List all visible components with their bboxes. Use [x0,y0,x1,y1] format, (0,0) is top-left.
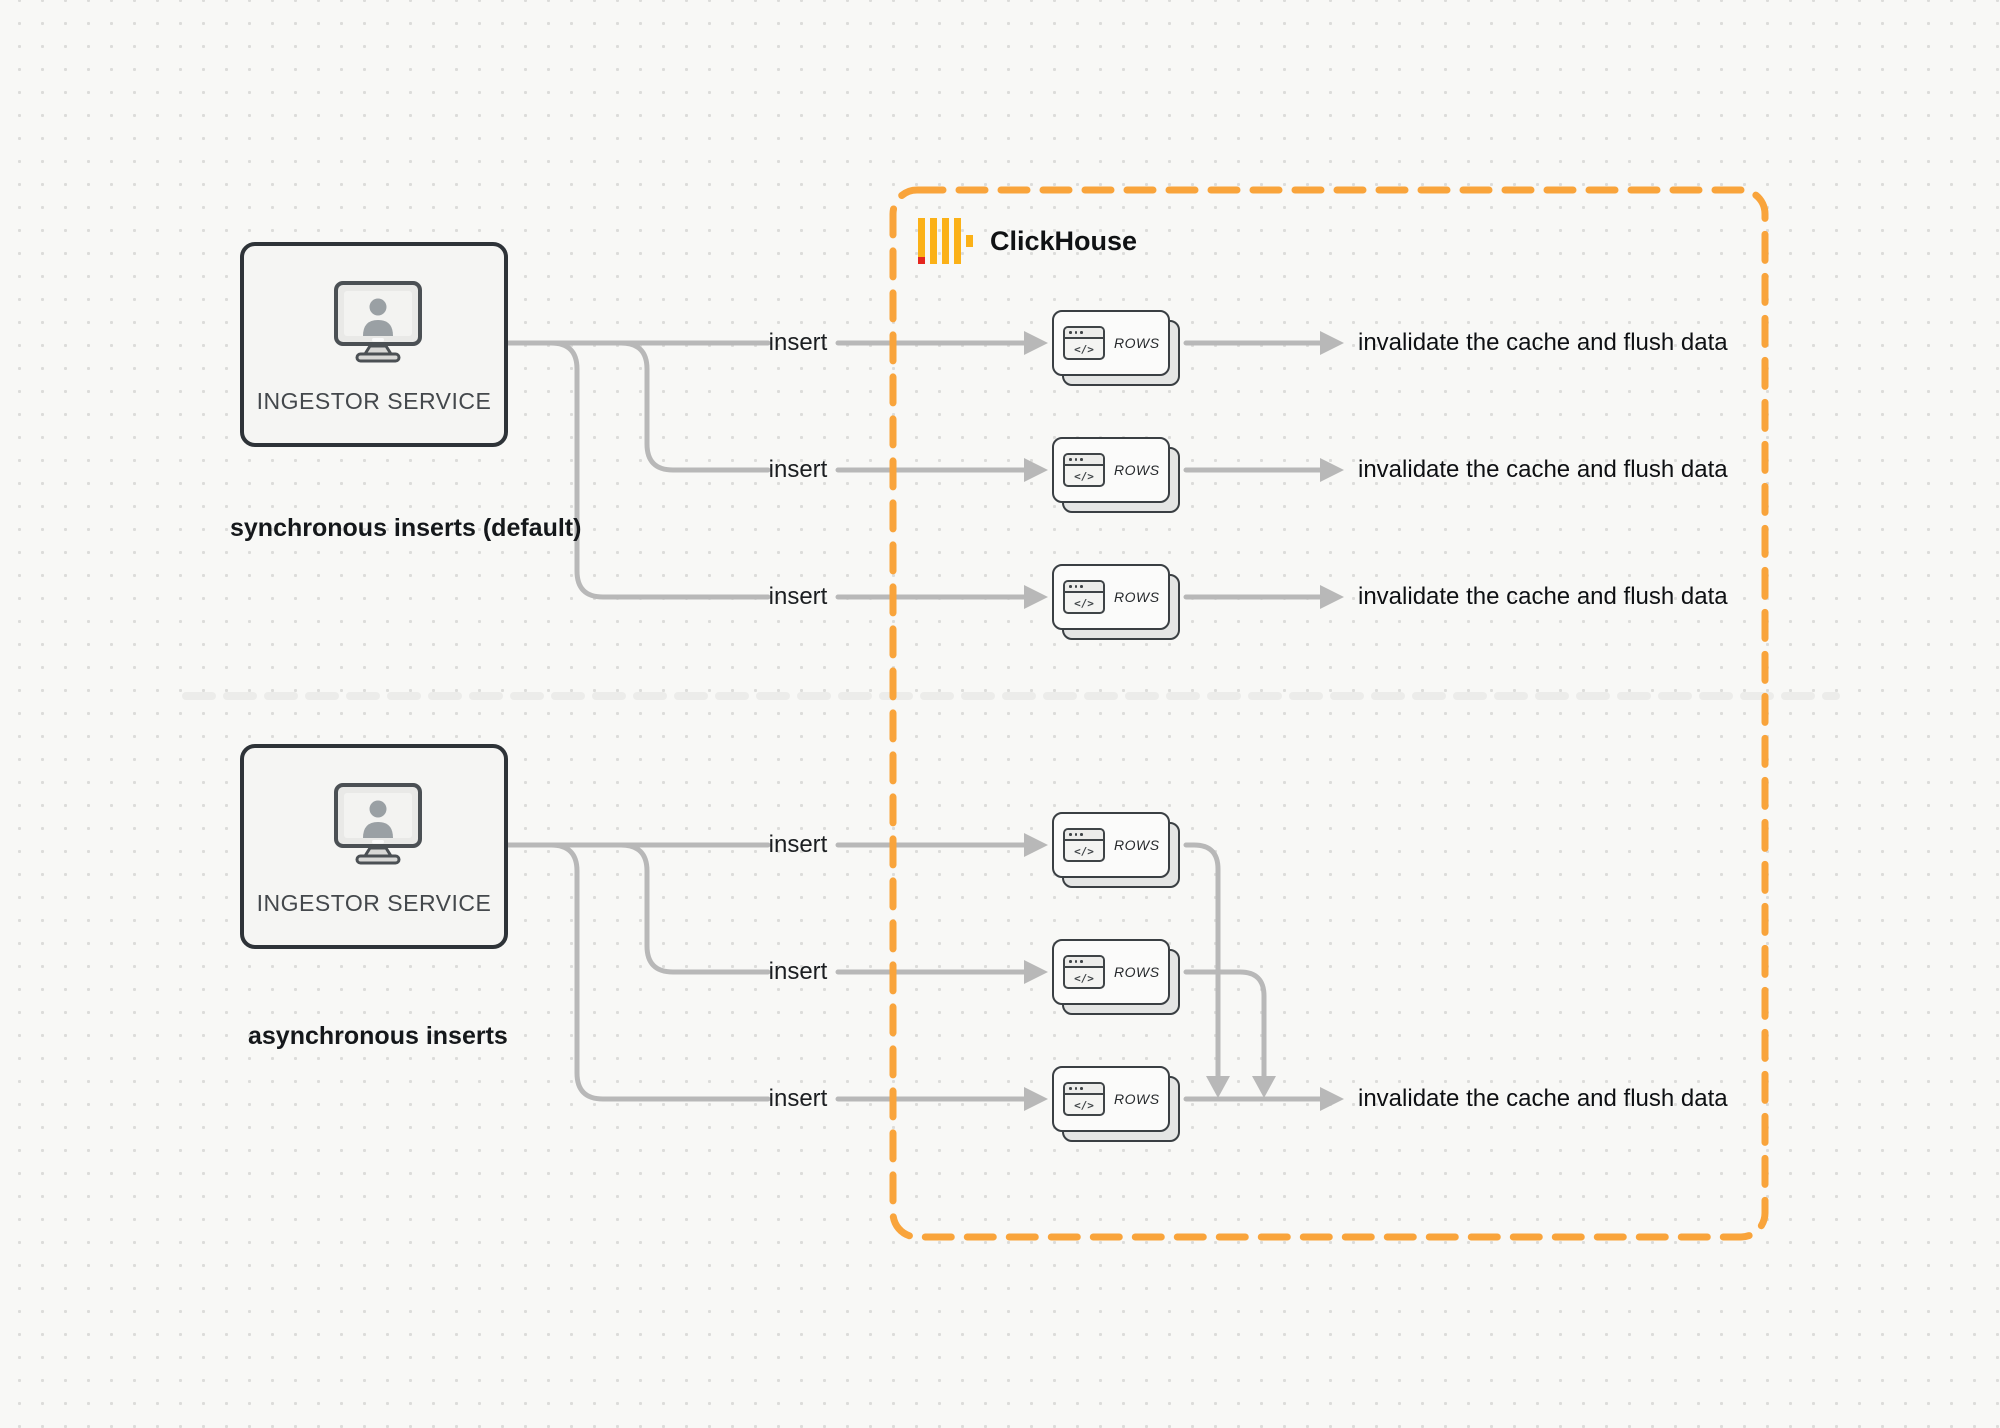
arrowhead [1320,1087,1344,1111]
ingestor-service-box-async: INGESTOR SERVICE [240,744,508,949]
rows-label: ROWS [1114,964,1160,980]
ingestor-service-box-sync: INGESTOR SERVICE [240,242,508,447]
service-label: INGESTOR SERVICE [256,890,492,916]
clickhouse-title: ClickHouse [990,225,1138,256]
rows-label: ROWS [1114,589,1160,605]
rows-label: ROWS [1114,837,1160,853]
arrowhead [1320,458,1344,482]
insert-label: insert [768,329,828,356]
rows-block: </> ROWS [1052,564,1182,642]
arrowhead [1024,585,1048,609]
rows-block: </> ROWS [1052,939,1182,1017]
invalidate-label: invalidate the cache and flush data [1358,583,1728,610]
rows-block: </> ROWS [1052,437,1182,515]
code-window-icon: </> [1063,1082,1105,1116]
rows-label: ROWS [1114,1091,1160,1107]
invalidate-label: invalidate the cache and flush data [1358,456,1728,483]
code-window-icon: </> [1063,453,1105,487]
rows-label: ROWS [1114,335,1160,351]
arrowhead-down [1206,1076,1230,1098]
async-branch-3 [503,842,771,1102]
insert-label: insert [768,456,828,483]
async-merge-1 [1183,842,1221,1081]
sync-caption: synchronous inserts (default) [230,514,582,542]
async-merge-2 [1183,969,1267,1081]
monitor-user-icon [328,279,428,367]
clickhouse-logo: ClickHouse [918,214,1137,268]
async-caption: asynchronous inserts [248,1022,508,1050]
rows-block: </> ROWS [1052,310,1182,388]
invalidate-label: invalidate the cache and flush data [1358,329,1728,356]
rows-block: </> ROWS [1052,1066,1182,1144]
arrowhead [1024,331,1048,355]
arrowhead-down [1252,1076,1276,1098]
arrowhead [1024,833,1048,857]
code-window-icon: </> [1063,580,1105,614]
rows-block: </> ROWS [1052,812,1182,890]
service-label: INGESTOR SERVICE [256,388,492,414]
rows-label: ROWS [1114,462,1160,478]
code-window-icon: </> [1063,326,1105,360]
arrowhead [1024,1087,1048,1111]
insert-label: insert [768,831,828,858]
arrowhead [1320,331,1344,355]
sync-branch-3 [503,340,771,600]
code-window-icon: </> [1063,828,1105,862]
arrowhead [1024,458,1048,482]
arrowhead [1024,960,1048,984]
monitor-user-icon [328,781,428,869]
insert-label: insert [768,583,828,610]
sync-branch-2 [503,340,771,473]
async-branch-2 [503,842,771,975]
clickhouse-logo-icon [918,218,973,264]
clickhouse-boundary [889,186,1769,1241]
insert-label: insert [768,958,828,985]
insert-label: insert [768,1085,828,1112]
arrowhead [1320,585,1344,609]
invalidate-label: invalidate the cache and flush data [1358,1085,1728,1112]
code-window-icon: </> [1063,955,1105,989]
